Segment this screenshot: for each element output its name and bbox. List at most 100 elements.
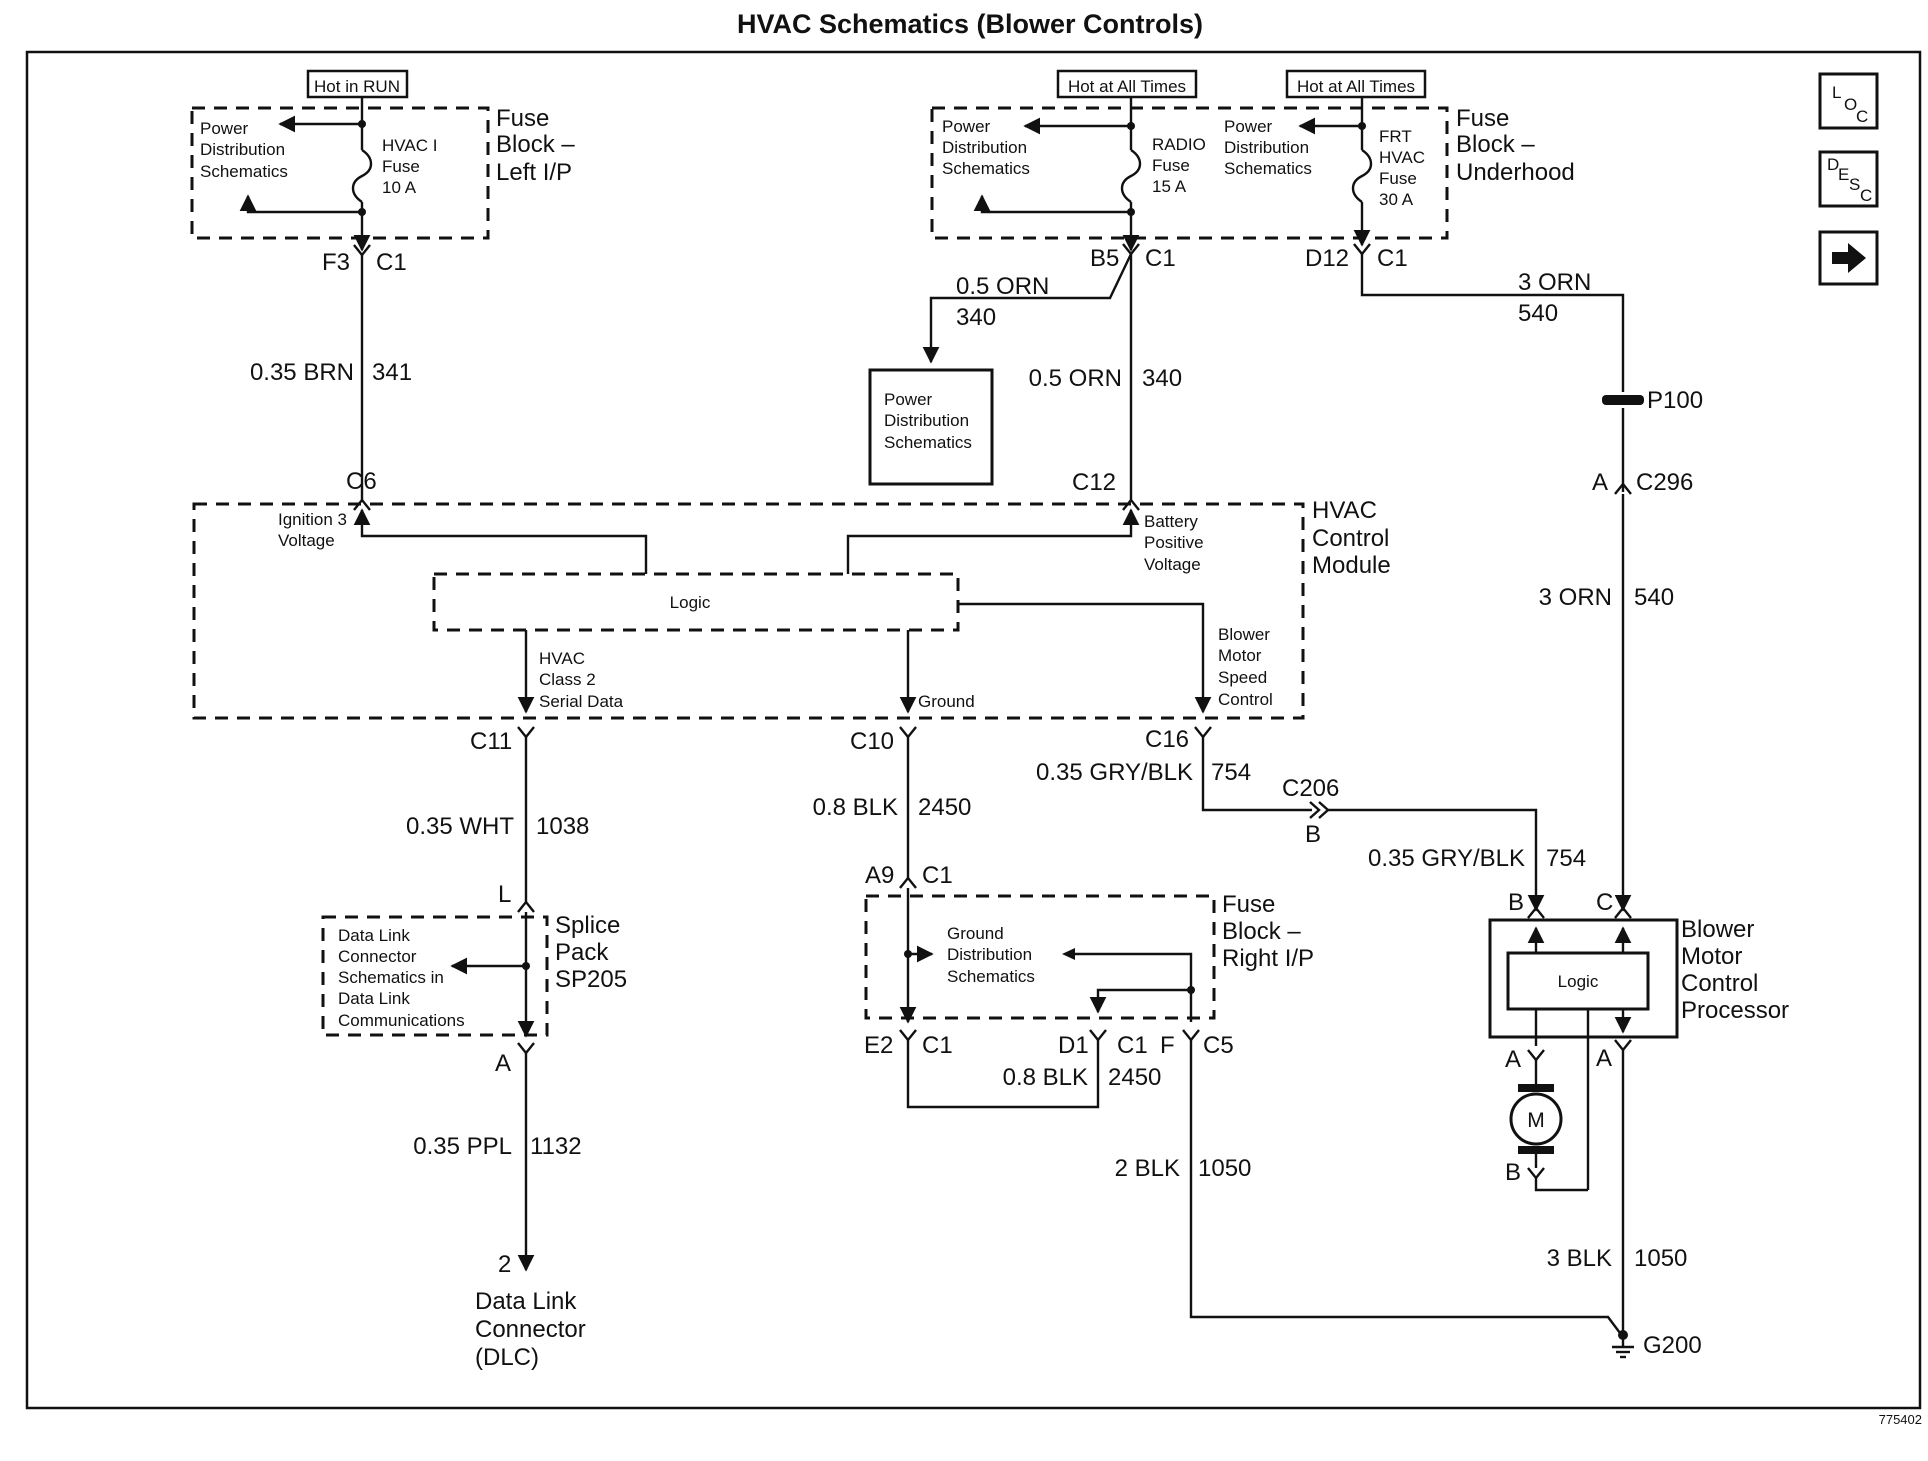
fuse-right-pin-f: F [1160,1032,1175,1059]
svg-text:Power: Power [200,119,249,138]
wire-wht-circuit: 1038 [536,813,589,840]
wire-3blk-circuit: 1050 [1634,1245,1687,1272]
hvac-control-module-name: HVAC Control Module [1312,497,1391,579]
wire-orn3-top [1360,254,1625,392]
svg-text:Fuse: Fuse [1379,169,1417,188]
svg-text:Data Link: Data Link [475,1288,577,1315]
svg-text:Processor: Processor [1681,997,1789,1024]
dlc-pin-2: 2 [498,1251,511,1278]
wire-orn-label: 0.5 ORN [1029,365,1122,392]
svg-text:Block –: Block – [1222,918,1301,945]
svg-text:Class 2: Class 2 [539,670,596,689]
svg-text:Speed: Speed [1218,668,1267,687]
c296-pin: A [1592,469,1608,496]
svg-text:Battery: Battery [1144,512,1198,531]
c296-conn: C296 [1636,469,1693,496]
svg-text:Pack: Pack [555,939,609,966]
data-link-connector-label: Data Link Connector (DLC) [475,1288,586,1371]
svg-text:Distribution: Distribution [942,138,1027,157]
pin-c12: C12 [1072,469,1116,496]
desc-button[interactable]: D E S C [1818,150,1879,208]
fuse-right-conn-c5: C5 [1203,1032,1234,1059]
svg-text:Left I/P: Left I/P [496,159,572,186]
fuse-right-pin-a9: A9 [865,862,894,889]
blower-motor-control-processor-name: Blower Motor Control Processor [1681,916,1789,1024]
wire-blk-jumper-circuit: 2450 [1108,1064,1161,1091]
hvac-class2-serial-data-label: HVAC Class 2 Serial Data [539,649,624,711]
svg-text:Underhood: Underhood [1456,159,1575,186]
underhood-dest-2: Power Distribution Schematics [1224,117,1312,178]
svg-text:Blower: Blower [1681,916,1754,943]
svg-text:Fuse: Fuse [496,105,549,132]
wire-orn-circuit: 340 [1142,365,1182,392]
splice-pin-a: A [495,1050,511,1077]
svg-text:O: O [1844,95,1857,114]
fuse-block-left-dest: Power Distribution Schematics [200,119,288,181]
svg-text:(DLC): (DLC) [475,1344,539,1371]
svg-text:Connector: Connector [475,1316,586,1343]
wire-blk-ground-label: 0.8 BLK [813,794,898,821]
blower-motor-speed-control-label: Blower Motor Speed Control [1218,625,1273,709]
pin-b5: B5 [1090,245,1119,272]
blower-logic-label: Logic [1558,972,1599,991]
radio-fuse-symbol [973,98,1142,252]
fuse-right-conn-c1-a: C1 [922,862,953,889]
svg-text:Schematics: Schematics [884,433,972,452]
svg-text:Data Link: Data Link [338,989,410,1008]
svg-text:Ground: Ground [947,924,1004,943]
svg-text:Schematics: Schematics [200,162,288,181]
svg-text:Power: Power [1224,117,1273,136]
wire-ppl-circuit: 1132 [530,1133,582,1160]
hvac-logic-label: Logic [670,593,711,612]
fuse-right-pin-e2: E2 [864,1032,893,1059]
svg-text:HVAC: HVAC [1379,148,1425,167]
svg-text:C: C [1860,186,1872,205]
wire-gryblk1-label: 0.35 GRY/BLK [1036,759,1193,786]
svg-text:HVAC: HVAC [539,649,585,668]
svg-text:Distribution: Distribution [947,945,1032,964]
pin-c10: C10 [850,728,894,755]
wire-brn-circuit: 341 [372,359,412,386]
svg-text:10 A: 10 A [382,178,417,197]
motor-pin-a: A [1505,1046,1521,1073]
svg-text:Motor: Motor [1681,943,1742,970]
hot-at-all-times-tag-1: Hot at All Times [1068,77,1186,96]
conn-c1-left: C1 [376,249,407,276]
svg-text:Voltage: Voltage [278,531,335,550]
motor-icon: M [1509,1084,1563,1154]
wire-orn3-top-label: 3 ORN [1518,269,1591,296]
svg-text:Control: Control [1681,970,1758,997]
fuse-block-left-name: Fuse Block – Left I/P [496,105,575,186]
right-arrow-icon [1832,243,1866,273]
svg-text:Schematics: Schematics [947,967,1035,986]
fuse-right-conn-c1-b: C1 [922,1032,953,1059]
motor-pin-b: B [1505,1159,1521,1186]
wire-orn3-top-circuit: 540 [1518,300,1558,327]
conn-c1-underhood-2: C1 [1377,245,1408,272]
wire-orn-branch-label: 0.5 ORN [956,273,1049,300]
page-title: HVAC Schematics (Blower Controls) [737,9,1203,39]
svg-text:30 A: 30 A [1379,190,1414,209]
wire-gryblk-754-a [1201,737,1312,812]
next-page-button[interactable] [1818,230,1879,286]
wire-orn3-mid-circuit: 540 [1634,584,1674,611]
svg-text:Fuse: Fuse [1222,891,1275,918]
hvac-i-fuse-label: HVAC I Fuse 10 A [382,136,437,197]
loc-button[interactable]: L O C [1818,72,1879,130]
svg-text:Motor: Motor [1218,646,1262,665]
svg-text:Voltage: Voltage [1144,555,1201,574]
pin-f3: F3 [322,249,350,276]
ground-g200-icon [1612,1330,1634,1359]
ignition-3-voltage-label: Ignition 3 Voltage [278,510,347,550]
svg-text:Ignition 3: Ignition 3 [278,510,347,529]
pin-d12: D12 [1305,245,1349,272]
wire-gryblk2-label: 0.35 GRY/BLK [1368,845,1525,872]
wire-gryblk2-circuit: 754 [1546,845,1586,872]
conn-c1-underhood-1: C1 [1145,245,1176,272]
pin-c16: C16 [1145,726,1189,753]
p100-label: P100 [1647,387,1703,414]
svg-text:RADIO: RADIO [1152,135,1206,154]
svg-text:Block –: Block – [496,131,575,158]
